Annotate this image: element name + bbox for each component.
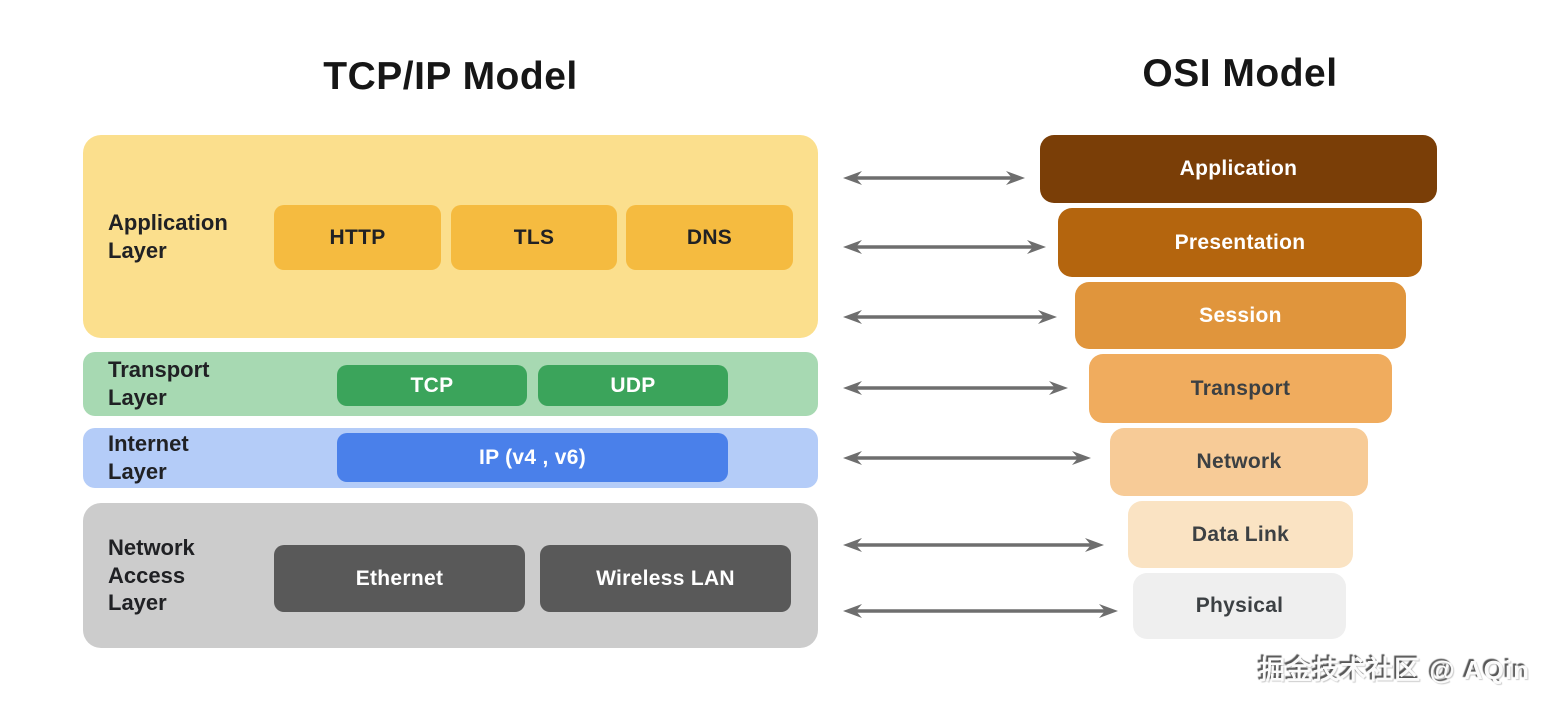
tcpip-chip-dns: DNS: [626, 205, 793, 270]
tcpip-layer-internet: Internet Layer IP (v4 , v6): [83, 428, 818, 488]
tcpip-layer-label-network-access: Network Access Layer: [108, 534, 195, 616]
osi-title: OSI Model: [1142, 52, 1338, 95]
mapping-arrow-5: [843, 451, 1091, 465]
osi-layer-data-link: Data Link: [1128, 501, 1353, 568]
mapping-arrow-7: [843, 604, 1118, 618]
tcpip-layer-label-internet: Internet Layer: [108, 431, 189, 484]
tcpip-chip-ip-v4-v6: IP (v4 , v6): [337, 433, 728, 482]
tcpip-chip-wireless-lan: Wireless LAN: [540, 545, 791, 612]
tcpip-chip-tcp: TCP: [337, 365, 527, 406]
tcpip-layer-label-transport: Transport Layer: [108, 357, 210, 410]
mapping-arrow-3: [843, 310, 1057, 324]
mapping-arrow-4: [843, 381, 1068, 395]
osi-layer-transport: Transport: [1089, 354, 1392, 423]
osi-layer-session: Session: [1075, 282, 1406, 349]
tcpip-chip-http: HTTP: [274, 205, 441, 270]
tcpip-chip-udp: UDP: [538, 365, 728, 406]
osi-layer-physical: Physical: [1133, 573, 1346, 639]
tcpip-layer-label-application: Application Layer: [108, 209, 228, 263]
tcpip-chip-ethernet: Ethernet: [274, 545, 525, 612]
tcpip-chip-tls: TLS: [451, 205, 617, 270]
tcpip-layer-transport: Transport Layer TCP UDP: [83, 352, 818, 416]
tcpip-title: TCP/IP Model: [323, 55, 578, 98]
mapping-arrow-1: [843, 171, 1025, 185]
osi-layer-application: Application: [1040, 135, 1437, 203]
osi-layer-network: Network: [1110, 428, 1368, 496]
mapping-arrow-2: [843, 240, 1046, 254]
osi-layer-presentation: Presentation: [1058, 208, 1422, 277]
watermark: 掘金技术社区 @ AQin: [1259, 655, 1530, 685]
mapping-arrow-6: [843, 538, 1104, 552]
